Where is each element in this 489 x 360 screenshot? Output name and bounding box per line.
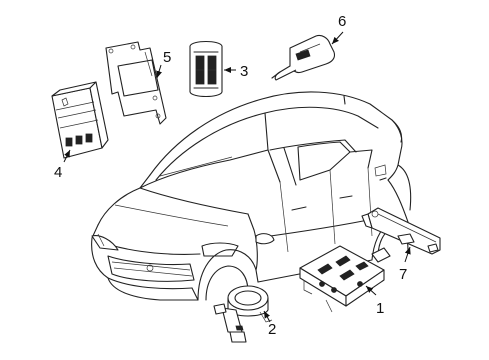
callout-7: 7 [399, 266, 407, 283]
callout-1: 1 [376, 300, 384, 317]
callout-labels: 5 3 4 6 7 1 2 [54, 13, 407, 338]
leader-7 [404, 246, 411, 263]
leader-6 [331, 31, 344, 45]
callout-6: 6 [338, 13, 346, 30]
leader-1 [365, 285, 377, 296]
callout-3: 3 [240, 63, 248, 80]
callout-5: 5 [163, 49, 171, 66]
transmitter-key-part [271, 34, 336, 81]
clockspring-part [213, 285, 273, 343]
leader-2 [263, 310, 271, 323]
module-part [299, 245, 391, 313]
leader-5 [156, 64, 162, 79]
bracket-part [105, 41, 167, 125]
callout-leaders [63, 31, 411, 323]
leader-4 [63, 149, 71, 163]
callout-2: 2 [268, 321, 276, 338]
callout-4: 4 [54, 164, 62, 181]
key-fob-part [189, 40, 223, 98]
control-module-part [51, 81, 109, 159]
antenna-part [361, 207, 441, 255]
